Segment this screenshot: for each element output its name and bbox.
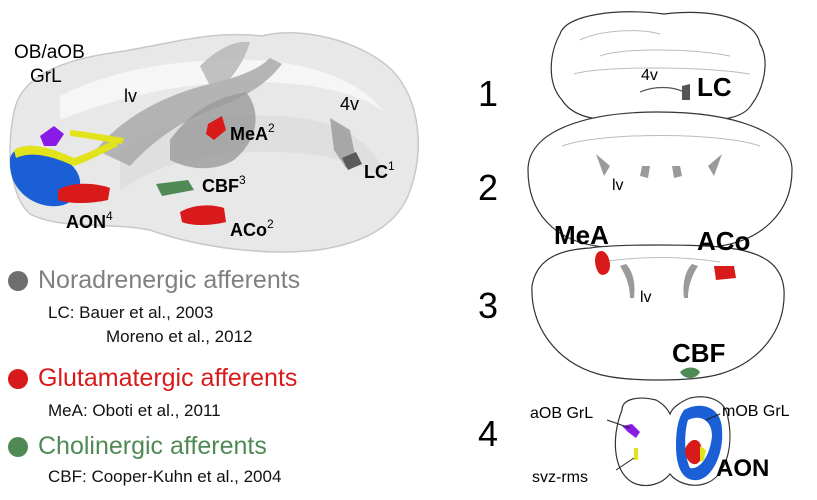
legend-ref-cbf: CBF: Cooper-Kuhn et al., 2004 <box>48 467 282 486</box>
aon-red-region <box>58 183 110 203</box>
legend-dot-gray <box>8 270 28 291</box>
section-2-inner-line <box>561 135 761 147</box>
legend-dot-red <box>8 368 28 389</box>
lv-label-3d: lv <box>124 86 137 106</box>
s2-aco-label: ACo <box>697 226 750 256</box>
cbf-label-3d: CBF3 <box>202 173 246 196</box>
section-2-lv-center-l <box>640 166 650 178</box>
s4-aob-label: aOB GrL <box>530 405 593 422</box>
s3-cbf-label: CBF <box>672 338 725 368</box>
s4-svz-label: svz-rms <box>532 469 588 486</box>
section-3-cbf <box>680 367 700 378</box>
section-2-outline <box>527 111 793 250</box>
grl-label: GrL <box>30 66 62 87</box>
s3-lv-label: lv <box>640 289 652 306</box>
brain-shell-highlight <box>60 59 384 120</box>
legend-title-cholinergic: Cholinergic afferents <box>8 432 428 461</box>
v4-label-3d: 4v <box>340 94 359 114</box>
legend-text-cholinergic: Cholinergic afferents <box>38 432 267 460</box>
rms-yellow-path <box>14 140 118 166</box>
coronal-sections: 1 2 3 4 4v LC lv MeA ACo lv CBF <box>478 11 793 487</box>
s2-mea-label: MeA <box>554 220 609 250</box>
section-3-lv-right <box>683 264 698 298</box>
s4-aon-label: AON <box>716 455 769 482</box>
cbf-green-region <box>156 180 194 196</box>
legend-glutamatergic: Glutamatergic afferents MeA: Oboti et al… <box>8 364 428 423</box>
section-3-outline <box>531 244 785 381</box>
section-4-aon-yellow <box>700 446 706 462</box>
section-3-inner <box>599 257 721 263</box>
section-number-3: 3 <box>478 285 498 326</box>
section-1-v4 <box>639 86 685 93</box>
section-4-aob-purple <box>622 424 640 438</box>
legend-cholinergic: Cholinergic afferents CBF: Cooper-Kuhn e… <box>8 432 428 489</box>
brain-3d-render: OB/aOB GrL lv 4v MeA2 LC1 CBF3 AON4 ACo2 <box>9 32 419 253</box>
section-2-lv-center-r <box>672 166 682 178</box>
mob-leader-line <box>705 413 721 421</box>
legend-dot-green <box>8 436 28 457</box>
legend-title-glutamatergic: Glutamatergic afferents <box>8 364 428 393</box>
lateral-ventricle <box>96 58 282 166</box>
legend-text-glutamatergic: Glutamatergic afferents <box>38 364 298 392</box>
legend-ref-mea: MeA: Oboti et al., 2011 <box>48 401 221 420</box>
section-number-1: 1 <box>478 73 498 114</box>
mea-red-region <box>206 116 226 140</box>
s4-mob-label: mOB GrL <box>722 403 790 420</box>
legend-title-noradrenergic: Noradrenergic afferents <box>8 266 428 295</box>
section-1-lc <box>682 84 690 100</box>
section-3-lv-left <box>620 264 635 298</box>
legend-noradrenergic: Noradrenergic afferents LC: Bauer et al.… <box>8 266 428 349</box>
section-2-lv-right <box>708 154 722 176</box>
svz-leader-line <box>615 457 635 471</box>
section-4-rms-yellow <box>634 448 638 460</box>
aob-purple-region <box>40 126 64 146</box>
aco-label-3d: ACo2 <box>230 217 274 240</box>
section-4-aon-red <box>685 439 702 465</box>
aob-leader-line <box>606 419 631 429</box>
lc-region-3d <box>342 152 362 170</box>
lateral-ventricle-3 <box>200 41 250 94</box>
s2-lv-label: lv <box>612 177 624 194</box>
legend-ref-lc: LC: Bauer et al., 2003 <box>48 303 214 322</box>
section-number-4: 4 <box>478 413 498 454</box>
lc-label-3d: LC1 <box>364 159 395 182</box>
section-1-folia <box>573 30 751 75</box>
section-3-aco <box>714 266 736 280</box>
section-3-mea <box>595 250 610 275</box>
section-1-outline <box>550 11 766 124</box>
section-2-lv-left <box>596 154 610 176</box>
section-4-outline <box>614 396 731 487</box>
aon-label-3d: AON4 <box>66 209 113 232</box>
s1-lc-label: LC <box>697 72 732 102</box>
legend-text-noradrenergic: Noradrenergic afferents <box>38 266 301 294</box>
mea-label-3d: MeA2 <box>230 121 275 144</box>
ob-aob-label: OB/aOB <box>14 42 85 63</box>
section-4-mob-blue <box>676 405 723 481</box>
rms-yellow-path-2 <box>70 130 124 144</box>
section-number-2: 2 <box>478 167 498 208</box>
s1-v4-label: 4v <box>641 67 658 84</box>
legend-ref-moreno: Moreno et al., 2012 <box>106 327 253 346</box>
aco-red-region <box>180 205 226 225</box>
